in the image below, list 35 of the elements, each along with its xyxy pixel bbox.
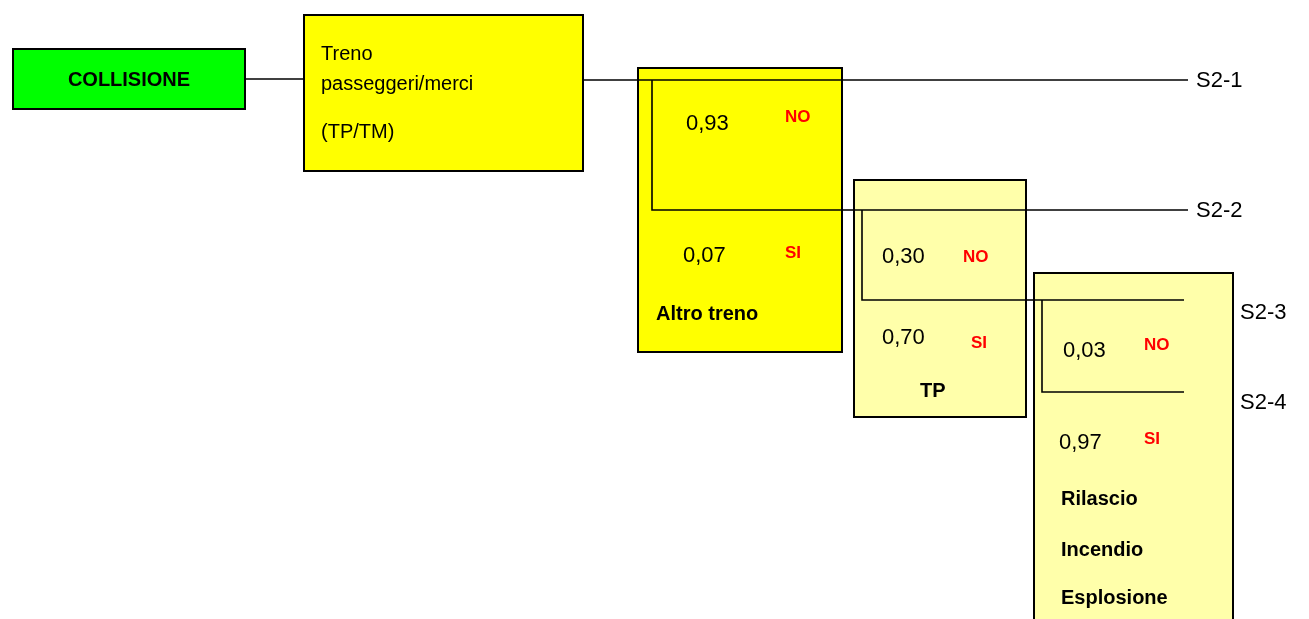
branch-label: Incendio bbox=[1061, 538, 1144, 561]
branch-line bbox=[245, 78, 304, 80]
branch-line bbox=[1026, 209, 1189, 211]
event-box bbox=[12, 48, 246, 110]
branch-label: Rilascio bbox=[1061, 487, 1138, 510]
branch-box bbox=[637, 67, 843, 353]
probability-value: 0,70 bbox=[882, 324, 925, 350]
probability-value: 0,30 bbox=[882, 243, 925, 269]
branch-line bbox=[842, 79, 1189, 81]
event-label: COLLISIONE bbox=[66, 66, 192, 92]
branch-label: Altro treno bbox=[656, 302, 759, 325]
branch-label: Esplosione bbox=[1061, 586, 1168, 609]
branch-answer: SI bbox=[971, 333, 988, 353]
branch-answer: SI bbox=[1144, 429, 1161, 449]
event-label: Treno passeggeri/merci bbox=[321, 41, 475, 96]
probability-value: 0,97 bbox=[1059, 429, 1102, 455]
probability-value: 0,07 bbox=[683, 242, 726, 268]
probability-value: 0,93 bbox=[686, 110, 729, 136]
branch-line bbox=[583, 79, 638, 81]
branch-label: TP bbox=[920, 379, 946, 402]
probability-value: 0,03 bbox=[1063, 337, 1106, 363]
event-label: (TP/TM) bbox=[321, 120, 395, 143]
outcome-label: S2-4 bbox=[1240, 388, 1287, 416]
branch-answer: NO bbox=[785, 107, 811, 127]
branch-answer: NO bbox=[963, 247, 989, 267]
branch-box bbox=[1033, 272, 1234, 619]
branch-answer: SI bbox=[785, 243, 802, 263]
outcome-label: S2-3 bbox=[1240, 298, 1287, 326]
branch-line bbox=[842, 209, 854, 211]
event-box bbox=[303, 14, 584, 172]
branch-answer: NO bbox=[1144, 335, 1170, 355]
branch-box bbox=[853, 179, 1027, 418]
branch-line bbox=[1026, 299, 1034, 301]
outcome-label: S2-2 bbox=[1196, 196, 1243, 224]
outcome-label: S2-1 bbox=[1196, 66, 1243, 94]
